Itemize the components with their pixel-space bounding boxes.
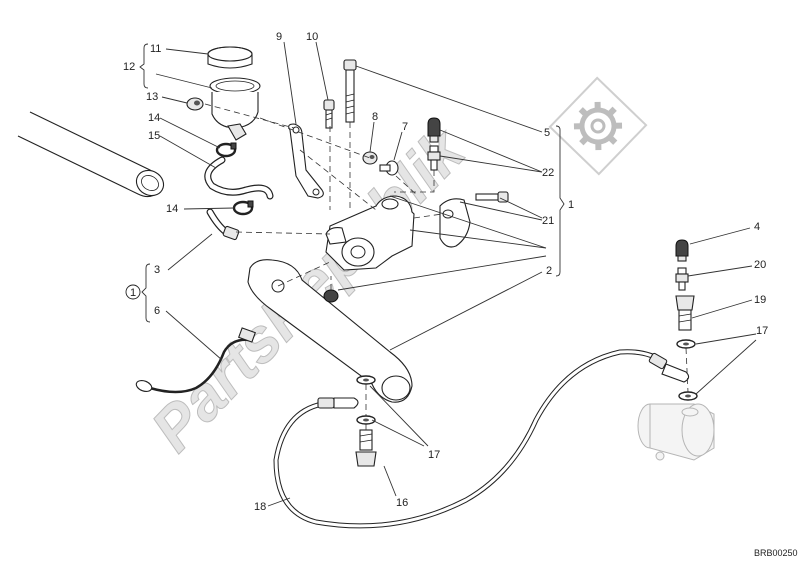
mirror-bracket [288,123,324,199]
callout-11: 11 [150,43,161,55]
lever-pivot-screw [379,160,399,176]
callout-21: 21 [542,215,554,227]
bleed-valve-right [675,267,689,291]
alignment-lines [204,103,689,432]
banjo-washer-right-top [676,339,696,349]
clutch-switch-cable [135,327,256,394]
watermark: PartsRepublik [138,76,648,465]
fluid-reservoir [209,77,261,141]
callout-2: 2 [546,265,552,277]
leader-lines [155,41,757,507]
clutch-lever [247,259,413,403]
slave-cylinder-ghost [637,403,715,461]
banjo-bolt-left [355,429,377,467]
drawing-code: BRB00250 [754,548,798,558]
reservoir-grommet [186,97,204,111]
clamp-screw [475,191,509,203]
bracket-screw [323,99,335,129]
callout-6: 6 [154,305,160,317]
callout-10: 10 [306,31,318,43]
callout-13: 13 [146,91,158,103]
callout-20: 20 [754,259,766,271]
callout-15: 15 [148,130,160,142]
hose-fitting [206,208,240,241]
callout-14-upper: 14 [148,112,160,124]
callout-22: 22 [542,167,554,179]
group-braces [139,43,565,323]
callout-1-circle [125,284,141,300]
callout-17-left: 17 [428,449,440,461]
callout-18: 18 [254,501,266,513]
handlebar-tube [17,111,165,198]
banjo-bolt-right [675,295,695,331]
hydraulic-hose [273,349,690,529]
bleed-cap-right [675,239,689,262]
master-cylinder-body [325,195,415,271]
callout-7: 7 [402,121,408,133]
hose-clamp-upper [215,142,237,158]
bleed-cap-top [427,117,441,143]
reservoir-hose [204,156,274,200]
callout-8: 8 [372,111,378,123]
callout-1-circled: 1 [130,287,136,299]
callout-3: 3 [154,264,160,276]
banjo-washer-right-bottom [678,391,698,401]
handlebar-clamp [439,198,471,248]
callout-12: 12 [123,61,135,73]
clamp-bolt-long [343,59,357,123]
adjuster-nut [323,289,339,303]
callout-19: 19 [754,294,766,306]
callout-14-lower: 14 [166,203,178,215]
callout-4: 4 [754,221,760,233]
hose-clamp-lower [232,200,254,216]
callout-labels: 11 12 13 14 15 14 3 1 6 9 10 8 7 5 22 1 … [123,31,768,513]
reservoir-cap [207,46,253,69]
callout-5: 5 [544,127,550,139]
callout-1: 1 [568,199,574,211]
callout-9: 9 [276,31,282,43]
bushing [362,151,378,165]
banjo-washer-left-top [356,375,376,385]
gear-icon [548,76,648,176]
callout-17-right: 17 [756,325,768,337]
callout-16: 16 [396,497,408,509]
